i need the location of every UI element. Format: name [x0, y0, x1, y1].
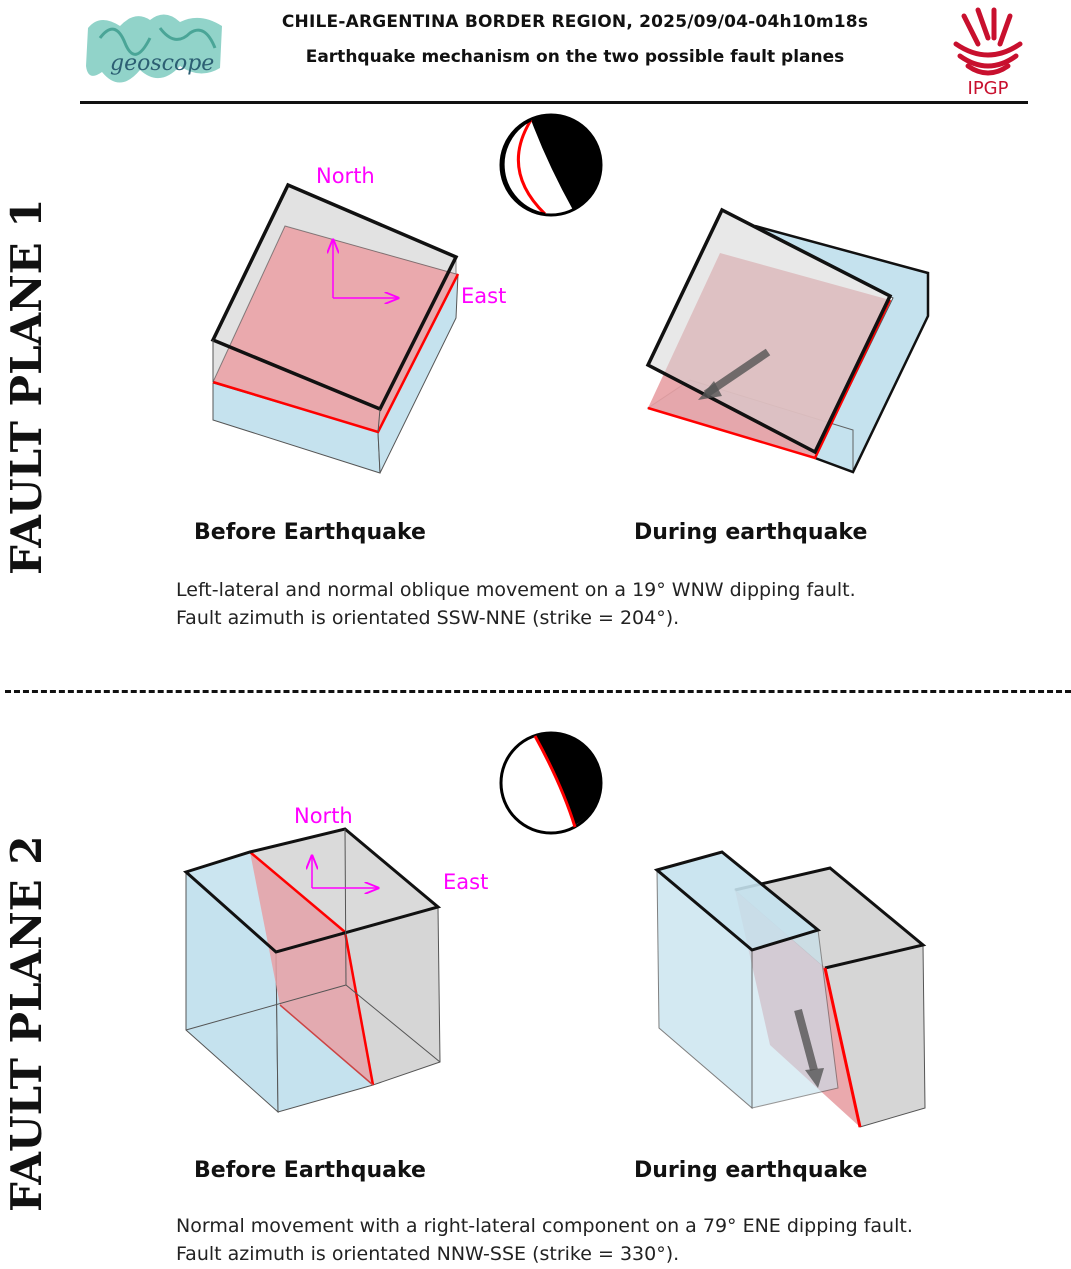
geoscope-logo-text: geoscope: [110, 51, 214, 76]
block-2-before: [183, 827, 442, 1114]
compass-1-east-label: East: [461, 284, 506, 308]
ipgp-logo-text: IPGP: [968, 78, 1009, 99]
description-2: Normal movement with a right-lateral com…: [176, 1212, 913, 1268]
compass-2: [312, 856, 378, 888]
block-1-during: [645, 207, 930, 474]
block-1-before: [210, 182, 460, 474]
panel-divider: [5, 690, 1071, 693]
compass-2-north-label: North: [294, 804, 353, 828]
description-2-line-2: Fault azimuth is orientated NNW-SSE (str…: [176, 1243, 680, 1265]
description-2-line-1: Normal movement with a right-lateral com…: [176, 1215, 913, 1237]
description-1: Left-lateral and normal oblique movement…: [176, 576, 856, 632]
beachball-2: [499, 731, 603, 835]
compass-1: [333, 240, 398, 298]
header-rule: [80, 101, 1028, 104]
ipgp-logo: IPGP: [948, 4, 1028, 100]
beachball-1: [499, 113, 603, 217]
page-title: CHILE-ARGENTINA BORDER REGION, 2025/09/0…: [281, 12, 869, 32]
compass-1-north-label: North: [316, 164, 375, 188]
caption-1-during: During earthquake: [634, 520, 868, 545]
compass-2-east-label: East: [443, 870, 488, 894]
caption-1-before: Before Earthquake: [194, 520, 426, 545]
caption-2-during: During earthquake: [634, 1158, 868, 1183]
page-subtitle: Earthquake mechanism on the two possible…: [305, 47, 845, 67]
block-2-during: [653, 850, 927, 1128]
caption-2-before: Before Earthquake: [194, 1158, 426, 1183]
geoscope-logo: geoscope: [80, 8, 230, 98]
description-1-line-1: Left-lateral and normal oblique movement…: [176, 579, 856, 601]
description-1-line-2: Fault azimuth is orientated SSW-NNE (str…: [176, 607, 680, 629]
